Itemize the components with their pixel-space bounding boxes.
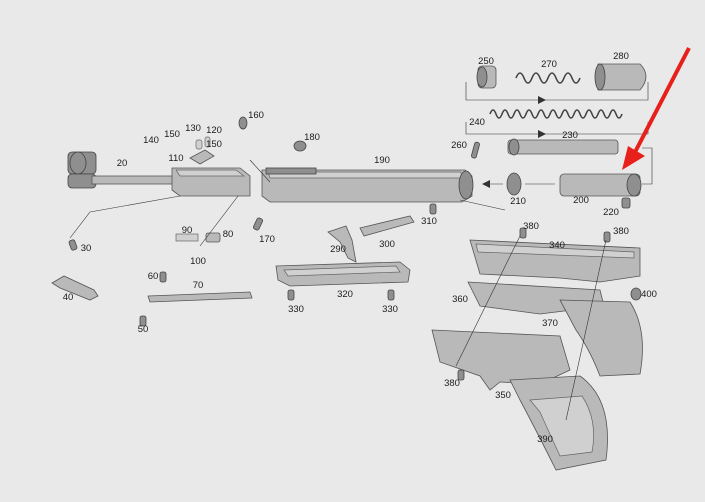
part-380-screws xyxy=(457,227,611,381)
part-280-cylinder xyxy=(594,63,647,91)
part-90-clip xyxy=(175,233,199,242)
part-60-pin xyxy=(159,271,167,283)
spring-part-240 xyxy=(489,109,623,119)
part-label-p50: 50 xyxy=(138,324,149,335)
part-label-p120: 120 xyxy=(206,125,222,136)
part-label-p80: 80 xyxy=(223,229,234,240)
part-label-p260: 260 xyxy=(451,140,467,151)
part-170-pin xyxy=(253,217,263,231)
part-80-block xyxy=(205,232,221,243)
part-label-p60: 60 xyxy=(148,271,159,282)
part-70-bar xyxy=(147,291,253,303)
part-160-pin xyxy=(238,116,248,130)
part-300-lever xyxy=(359,215,415,237)
part-40-lever xyxy=(51,275,99,301)
part-180-screw xyxy=(293,140,307,152)
part-label-p100: 100 xyxy=(190,256,206,267)
part-30-pin xyxy=(68,239,78,251)
part-150-screw xyxy=(204,136,211,148)
part-label-p210: 210 xyxy=(510,196,526,207)
part-label-p150b: 150 xyxy=(206,139,222,150)
part-label-p350: 350 xyxy=(495,390,511,401)
part-label-p160: 160 xyxy=(248,110,264,121)
part-label-p250: 250 xyxy=(478,56,494,67)
piston-part-230 xyxy=(507,138,619,156)
part-260-pin xyxy=(471,141,480,159)
part-label-p330b: 330 xyxy=(382,304,398,315)
grip-part-390 xyxy=(509,375,608,471)
part-label-p270: 270 xyxy=(541,59,557,70)
part-label-p380a: 380 xyxy=(523,221,539,232)
part-label-p190: 190 xyxy=(374,155,390,166)
part-label-p240: 240 xyxy=(469,117,485,128)
trigger-part-290 xyxy=(327,225,357,263)
part-label-p340: 340 xyxy=(549,240,565,251)
part-label-p300: 300 xyxy=(379,239,395,250)
part-label-p380b: 380 xyxy=(613,226,629,237)
part-label-p20: 20 xyxy=(117,158,128,169)
highlight-arrow xyxy=(622,47,691,170)
part-label-p400: 400 xyxy=(641,289,657,300)
part-label-p110: 110 xyxy=(168,153,183,164)
cylinder-part-200 xyxy=(559,173,642,197)
part-label-p220: 220 xyxy=(603,207,619,218)
part-label-p30: 30 xyxy=(81,243,92,254)
part-label-p140: 140 xyxy=(143,135,159,146)
part-label-p150a: 150 xyxy=(164,129,180,140)
part-50-pin xyxy=(139,315,147,327)
part-110-bracket xyxy=(189,149,215,165)
spring-part-270 xyxy=(515,72,581,84)
part-label-p290: 290 xyxy=(330,244,346,255)
part-label-p130: 130 xyxy=(185,123,201,134)
barrel-part-20 xyxy=(67,151,251,197)
part-label-p380c: 380 xyxy=(444,378,460,389)
part-label-p70: 70 xyxy=(193,280,204,291)
part-400-pin xyxy=(630,287,642,301)
grip-panel-part-370 xyxy=(559,299,643,377)
trigger-housing-part-320 xyxy=(275,261,411,287)
part-label-p280: 280 xyxy=(613,51,629,62)
part-label-p360: 360 xyxy=(452,294,468,305)
part-label-p390: 390 xyxy=(537,434,553,445)
part-210-ring xyxy=(506,172,522,196)
part-label-p330a: 330 xyxy=(288,304,304,315)
part-label-p40: 40 xyxy=(63,292,74,303)
part-220-screw xyxy=(621,197,631,209)
part-label-p320: 320 xyxy=(337,289,353,300)
part-label-p90: 90 xyxy=(182,225,193,236)
part-label-p310: 310 xyxy=(421,216,437,227)
part-250-cap xyxy=(476,65,497,89)
part-130-pin xyxy=(195,139,203,150)
part-label-p170: 170 xyxy=(259,234,275,245)
part-330-screws xyxy=(287,289,395,301)
grip-frame-part-340 xyxy=(469,239,641,283)
part-label-p180: 180 xyxy=(304,132,320,143)
receiver-part-190 xyxy=(261,167,474,203)
part-label-p370: 370 xyxy=(542,318,558,329)
part-label-p200: 200 xyxy=(573,195,589,206)
part-label-p230: 230 xyxy=(562,130,578,141)
part-310-pin xyxy=(429,203,437,215)
part-labels: 20 30 40 50 60 70 80 90 100 110 120 130 140 150 150 160… xyxy=(63,51,657,445)
